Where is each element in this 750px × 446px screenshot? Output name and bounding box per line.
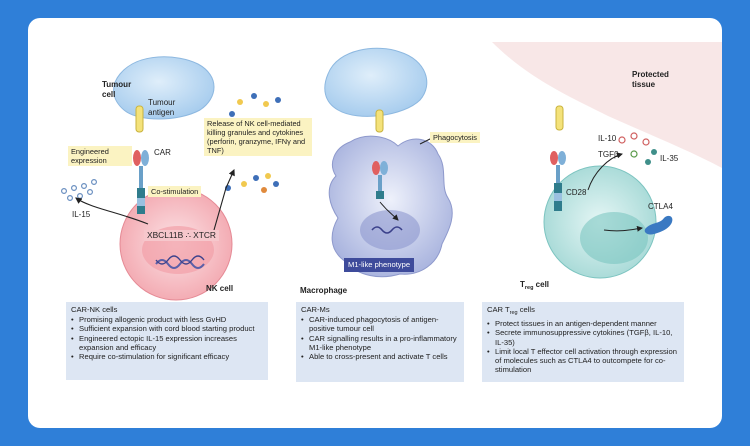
treg-nucleus-shape: [580, 212, 648, 264]
engineered-expression-box: Engineered expression: [68, 146, 132, 166]
tumour-cell-shape: [113, 56, 215, 120]
macrophage-shape: [328, 135, 453, 278]
mac-info-title: CAR-Ms: [301, 305, 330, 314]
tgfb-label: TGFβ: [598, 150, 619, 159]
mac-info-box: CAR-Ms CAR-induced phagocytosis of antig…: [296, 302, 464, 382]
car-receptor-treg-icon: [550, 151, 566, 211]
il15-dots-icon: [60, 179, 97, 202]
treg-info-title-end: cells: [517, 305, 535, 314]
target-cell-shape: [324, 47, 428, 117]
nk-info-box: CAR-NK cells Promising allogenic product…: [66, 302, 268, 380]
release-arrow: [213, 168, 235, 231]
mac-info-item: CAR signalling results in a pro-inflamma…: [301, 334, 459, 352]
car-receptor-mac-icon: [372, 161, 388, 199]
nk-info-item: Require co-stimulation for significant e…: [71, 352, 263, 361]
tumour-antigen-shape: [135, 105, 144, 133]
cytokine-arrow: [587, 152, 623, 191]
nk-info-title: CAR-NK cells: [71, 305, 118, 314]
ctla4-receptor-icon: [644, 215, 673, 235]
treg-info-box: CAR Treg cells Protect tissues in an ant…: [482, 302, 684, 382]
cd28-label: CD28: [566, 188, 587, 197]
protected-tissue-label: Protected tissue: [632, 70, 669, 89]
nk-cell-label: NK cell: [206, 284, 234, 293]
treg-label-end: cell: [533, 280, 550, 289]
diagram-canvas: [60, 42, 722, 301]
target-antigen-shape: [375, 109, 384, 133]
ctla4-label: CTLA4: [648, 202, 673, 211]
xbcl-box: XBCL11B ∴ XTCR: [144, 230, 219, 241]
release-box: Release of NK cell-mediated killing gran…: [204, 118, 312, 156]
nk-dna-icon: [155, 259, 205, 269]
treg-info-title-main: CAR T: [487, 305, 510, 314]
ctla4-arrow: [603, 225, 643, 232]
treg-label-sub: reg: [524, 285, 534, 291]
treg-label-main: T: [520, 280, 525, 289]
cytokine-dots-icon: [618, 132, 657, 165]
mac-signal-arrow: [379, 201, 399, 221]
mac-dna-icon: [371, 226, 403, 234]
treg-info-list: Protect tissues in an antigen-dependent …: [487, 319, 679, 374]
tissue-antigen-shape: [555, 105, 564, 131]
macrophage-label: Macrophage: [300, 286, 348, 295]
treg-info-item: Limit local T effector cell activation t…: [487, 347, 679, 375]
nk-dna-strand-icon: [155, 255, 205, 265]
il35-label: IL-35: [660, 154, 679, 163]
protected-tissue-shape: [492, 42, 722, 168]
figure-frame: Tumour cell Tumour antigen CAR Engineere…: [28, 18, 722, 428]
mac-info-item: Able to cross-present and activate T cel…: [301, 352, 459, 361]
m1-phenotype-box: M1-like phenotype: [344, 258, 415, 272]
mac-info-list: CAR-induced phagocytosis of antigen-posi…: [301, 315, 459, 361]
mac-info-item: CAR-induced phagocytosis of antigen-posi…: [301, 315, 459, 333]
il10-label: IL-10: [598, 134, 617, 143]
treg-info-title-sub: reg: [509, 310, 518, 316]
car-label: CAR: [154, 148, 171, 157]
nk-info-item: Promising allogenic product with less Gv…: [71, 315, 263, 324]
il15-arrow: [75, 197, 149, 225]
il15-label: IL-15: [72, 210, 91, 219]
tumour-cell-label: Tumour cell: [102, 80, 132, 99]
treg-info-title: CAR Treg cells: [487, 305, 679, 318]
macrophage-nucleus-shape: [360, 210, 420, 250]
costimulation-box: Co-stimulation: [148, 186, 202, 197]
car-receptor-nk-icon: [133, 150, 149, 214]
treg-info-item: Secrete immunosuppressive cytokines (TGF…: [487, 328, 679, 346]
granule-dots-icon: [225, 93, 281, 193]
tumour-antigen-label: Tumour antigen: [148, 98, 176, 117]
nk-info-item: Sufficient expansion with cord blood sta…: [71, 324, 263, 333]
treg-cell-label: Treg cell: [520, 280, 549, 293]
nk-info-item: Engineered ectopic IL-15 expression incr…: [71, 334, 263, 352]
treg-info-item: Protect tissues in an antigen-dependent …: [487, 319, 679, 328]
nk-info-list: Promising allogenic product with less Gv…: [71, 315, 263, 361]
phagocytosis-box: Phagocytosis: [430, 132, 480, 143]
